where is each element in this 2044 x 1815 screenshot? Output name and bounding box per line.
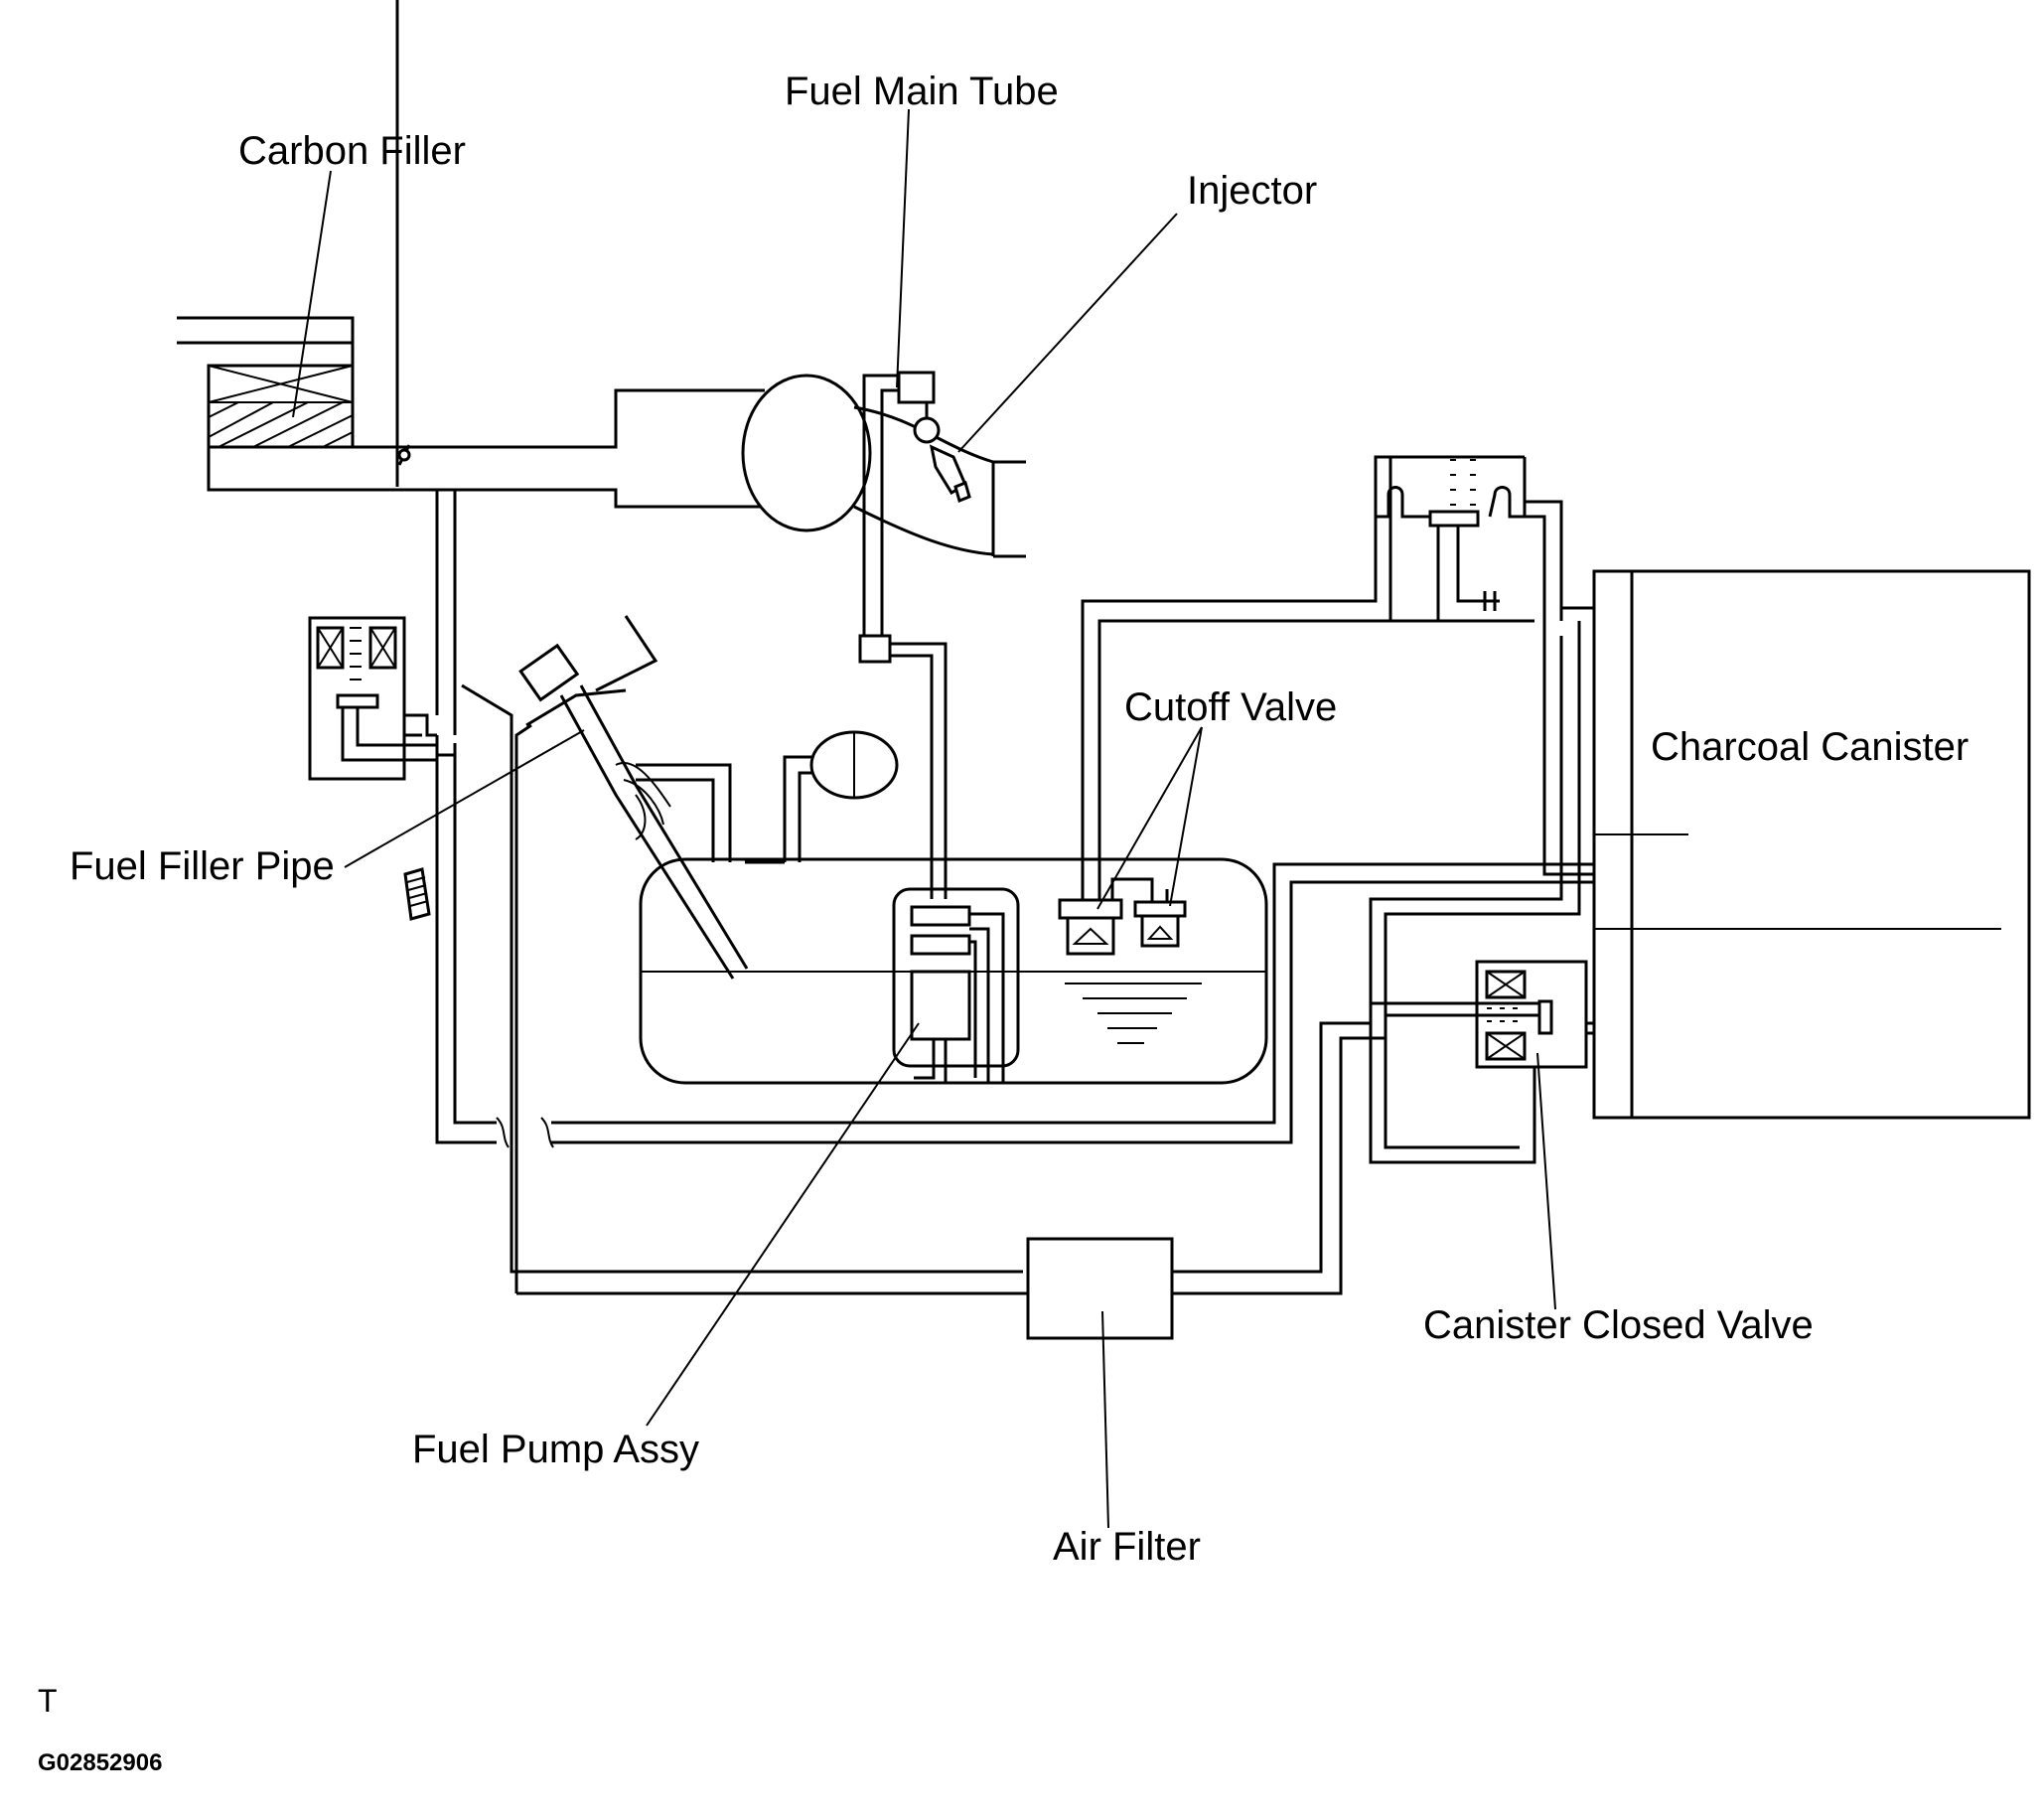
fuel-filler-pipe bbox=[461, 615, 1023, 1274]
charcoal-canister-label: Charcoal Canister bbox=[1651, 725, 1969, 769]
canister-closed-valve-label: Canister Closed Valve bbox=[1423, 1303, 1814, 1347]
air-filter-label: Air Filter bbox=[1053, 1525, 1201, 1569]
vent-lines-left bbox=[435, 490, 1549, 1148]
canister-closed-valve bbox=[1371, 960, 1594, 1069]
fuel-pump-assy bbox=[892, 887, 1020, 1083]
charcoal-canister bbox=[1369, 569, 2031, 1164]
vsv-left bbox=[308, 616, 437, 781]
cutoff-valves bbox=[1058, 455, 1534, 956]
figure-code: G02852906 bbox=[38, 1749, 162, 1776]
purge-vsv-top bbox=[1374, 457, 1563, 621]
air-filter bbox=[514, 723, 1386, 1340]
injector-icon bbox=[913, 402, 971, 504]
throttle-valve-icon bbox=[395, 0, 411, 487]
carbon-filler bbox=[207, 364, 355, 449]
intake-plenum bbox=[741, 374, 1026, 558]
fuel-pump-assy-label: Fuel Pump Assy bbox=[412, 1428, 699, 1471]
fuel-filler-pipe-label: Fuel Filler Pipe bbox=[70, 844, 335, 888]
pressure-regulator bbox=[636, 730, 899, 864]
filler-cap-icon bbox=[403, 867, 431, 921]
injector-label: Injector bbox=[1187, 169, 1317, 213]
fuel-main-tube bbox=[858, 371, 948, 899]
fuel-main-tube-label: Fuel Main Tube bbox=[785, 70, 1059, 113]
footer-mark: T bbox=[38, 1683, 58, 1719]
carbon-filler-label: Carbon Filler bbox=[238, 129, 466, 173]
cutoff-valve-label: Cutoff Valve bbox=[1124, 685, 1337, 729]
leader-lines bbox=[292, 108, 1556, 1529]
